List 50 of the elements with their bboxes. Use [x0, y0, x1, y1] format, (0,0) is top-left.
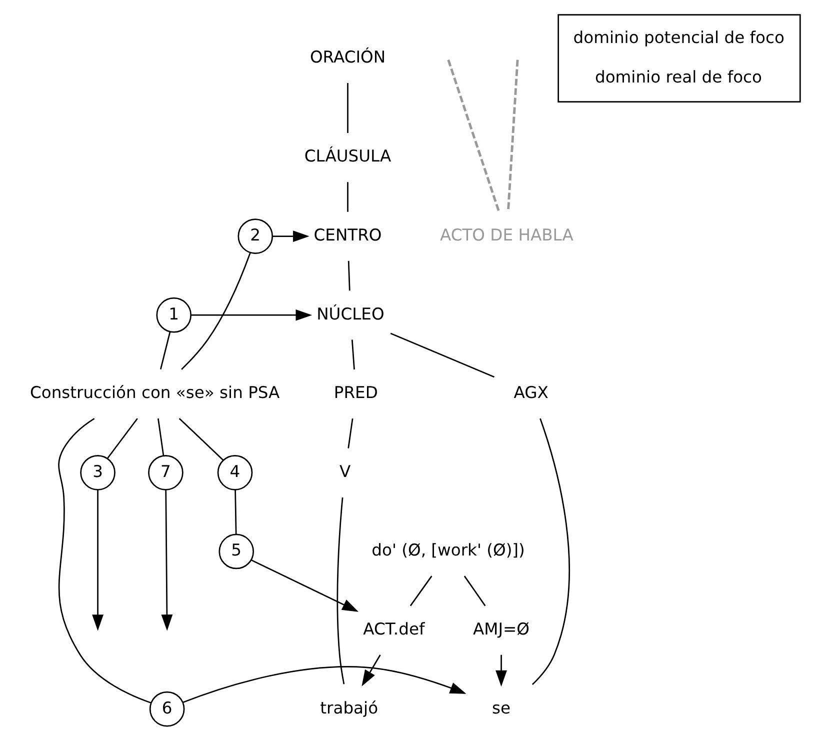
connector — [234, 490, 237, 534]
connector — [158, 418, 164, 456]
connector — [106, 418, 138, 459]
node-circle: 7 — [148, 455, 184, 490]
arrow — [161, 490, 173, 631]
connector — [181, 252, 251, 370]
node-text: AMJ=Ø — [473, 619, 530, 638]
node-text: CENTRO — [314, 226, 382, 245]
arrow — [191, 309, 312, 321]
connector — [347, 182, 348, 212]
connector — [160, 332, 171, 370]
node-text: PRED — [334, 383, 378, 402]
connector — [410, 576, 432, 606]
connector — [464, 576, 486, 606]
connector — [347, 83, 348, 133]
node-circle: 2 — [238, 218, 274, 254]
node-text: ORACIÓN — [310, 48, 386, 67]
node-text: AGX — [514, 383, 548, 402]
connector — [58, 418, 152, 704]
connector — [390, 332, 494, 378]
node-circle: 5 — [218, 534, 254, 570]
node-circle: 4 — [217, 455, 253, 490]
connector — [348, 418, 354, 448]
legend-label: dominio potencial de foco — [573, 28, 784, 47]
arrow — [251, 560, 359, 612]
node-circle: 1 — [156, 297, 192, 333]
node-text: Construcción con «se» sin PSA — [30, 383, 280, 402]
arrow — [362, 654, 381, 686]
node-circle: 3 — [80, 455, 116, 490]
connector — [178, 418, 224, 461]
arrow — [272, 230, 310, 242]
node-circle: 6 — [149, 691, 185, 727]
node-text: trabajó — [320, 698, 378, 718]
connector — [532, 418, 570, 685]
connector — [336, 497, 345, 684]
node-text: ACTO DE HABLA — [440, 226, 574, 245]
arrow — [182, 666, 466, 704]
connector — [351, 340, 355, 370]
node-text: se — [492, 698, 511, 718]
connector — [348, 260, 350, 291]
node-text: CLÁUSULA — [304, 146, 392, 166]
arrow — [92, 490, 104, 631]
node-text: ACT.def — [363, 619, 425, 638]
connector — [447, 59, 500, 212]
node-text: do' (Ø, [work' (Ø)]) — [372, 540, 525, 560]
arrow — [496, 654, 507, 687]
legend-label: dominio real de foco — [595, 67, 762, 86]
node-text: V — [339, 462, 351, 481]
connector — [506, 60, 519, 212]
node-text: NÚCLEO — [316, 304, 384, 324]
